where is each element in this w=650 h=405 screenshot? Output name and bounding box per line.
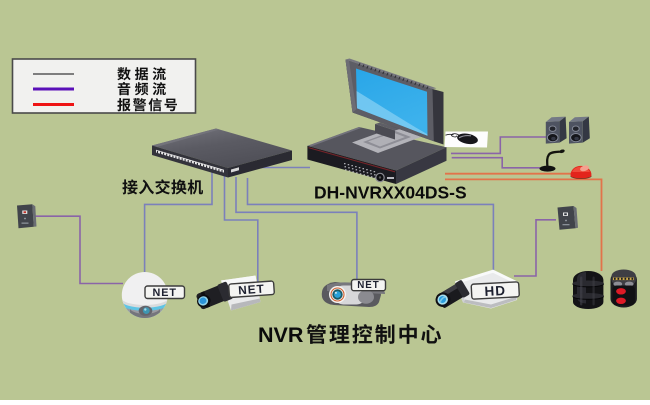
svg-text:NET: NET	[357, 280, 380, 291]
svg-text:NET: NET	[238, 282, 266, 298]
svg-text:NET: NET	[152, 287, 177, 299]
svg-text:DH-NVRXX04DS-S: DH-NVRXX04DS-S	[314, 183, 467, 203]
svg-text:NVR: NVR	[258, 323, 304, 347]
svg-text:HD: HD	[484, 283, 506, 299]
